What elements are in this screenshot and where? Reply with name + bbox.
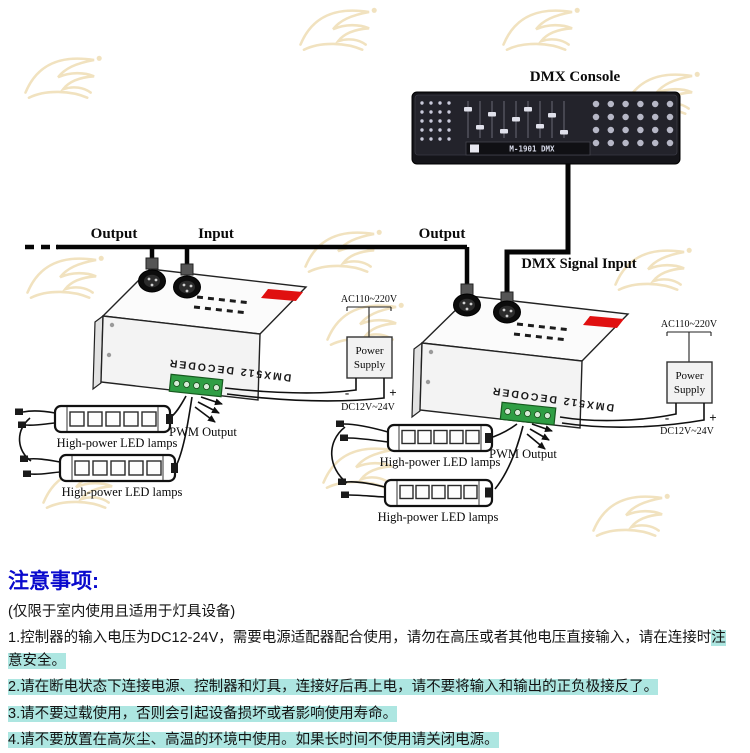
ac-voltage-label: AC110~220V bbox=[341, 294, 398, 305]
notice-section: 注意事项: (仅限于室内使用且适用于灯具设备) 1.控制器的输入电压为DC12-… bbox=[0, 561, 750, 753]
power-supply-left: AC110~220V Power Supply - + DC12V~24V bbox=[224, 294, 398, 413]
output-label-right: Output bbox=[419, 226, 466, 242]
dc-voltage-label: DC12V~24V bbox=[660, 426, 715, 437]
output-label-left: Output bbox=[91, 226, 138, 242]
note-text-highlight: 4.请不要放置在高灰尘、高温的环境中使用。如果长时间不使用请关闭电源。 bbox=[8, 732, 499, 749]
red-stripe bbox=[583, 316, 624, 328]
console-model-text: M-1901 DMX bbox=[509, 145, 555, 154]
power-supply-label: Supply bbox=[354, 359, 386, 371]
console-to-decoder-cable bbox=[504, 164, 571, 296]
wiring-diagram: DMX Console bbox=[15, 6, 718, 538]
console-faders bbox=[464, 101, 568, 138]
pwm-output-right: PWM Output bbox=[489, 423, 557, 490]
terminal-block bbox=[499, 401, 557, 426]
watermark-icon bbox=[502, 6, 582, 52]
xlr-connector bbox=[173, 263, 201, 299]
watermark-icon bbox=[26, 254, 106, 300]
plus-label: + bbox=[709, 410, 716, 425]
power-supply-box bbox=[346, 336, 393, 379]
watermark-icon bbox=[304, 228, 384, 274]
note-text-highlight: 3.请不要过载使用，否则会引起设备损坏或者影响使用寿命。 bbox=[8, 705, 398, 722]
dmx-console: DMX Console bbox=[411, 69, 681, 165]
notice-item: 3.请不要过载使用，否则会引起设备损坏或者影响使用寿命。 bbox=[8, 703, 740, 725]
xlr-connector bbox=[138, 257, 166, 293]
note-text-highlight: 2.请在断电状态下连接电源、控制器和灯具，连接好后再上电，请不要将输入和输出的正… bbox=[8, 679, 659, 696]
pwm-output-left: PWM Output bbox=[169, 395, 237, 465]
note-text: 1.控制器的输入电压为DC12-24V，需要电源适配器配合使用，请勿在高压或者其… bbox=[8, 630, 712, 647]
input-label: Input bbox=[198, 226, 234, 242]
led-lamp-bar bbox=[15, 404, 173, 462]
notice-item: 4.请不要放置在高灰尘、高温的环境中使用。如果长时间不使用请关闭电源。 bbox=[8, 729, 740, 751]
notice-title: 注意事项: bbox=[8, 570, 99, 593]
pwm-output-label: PWM Output bbox=[169, 425, 237, 439]
dmx-signal-input-label: DMX Signal Input bbox=[521, 256, 636, 272]
power-supply-label: Power bbox=[355, 345, 383, 357]
terminal-block bbox=[168, 373, 224, 398]
vent-slots bbox=[513, 322, 572, 342]
led-lamps-label: High-power LED lamps bbox=[57, 436, 178, 450]
power-supply-right: AC110~220V Power Supply - + DC12V~24V bbox=[559, 319, 718, 437]
plus-label: + bbox=[389, 385, 396, 400]
notice-intro: (仅限于室内使用且适用于灯具设备) bbox=[8, 604, 236, 620]
power-supply-label: Power bbox=[675, 370, 703, 382]
xlr-connector bbox=[453, 283, 481, 317]
dc-voltage-label: DC12V~24V bbox=[341, 402, 396, 413]
watermark-icon bbox=[299, 6, 379, 52]
dmx-decoder-left: DMX512 DECODER bbox=[92, 257, 308, 401]
dmx-decoder-right: DMX512 DECODER bbox=[411, 283, 630, 429]
ac-voltage-label: AC110~220V bbox=[661, 319, 718, 330]
pwm-output-label: PWM Output bbox=[489, 447, 557, 461]
led-lamps-label: High-power LED lamps bbox=[378, 510, 499, 524]
console-knob-grid bbox=[592, 100, 674, 147]
notice-item: 2.请在断电状态下连接电源、控制器和灯具，连接好后再上电，请不要将输入和输出的正… bbox=[8, 676, 740, 698]
minus-label: - bbox=[665, 410, 669, 425]
dmx-cables bbox=[25, 164, 571, 296]
xlr-connector bbox=[493, 291, 521, 324]
led-lamp-bar bbox=[338, 478, 494, 508]
console-display bbox=[465, 141, 591, 156]
led-lamps-label: High-power LED lamps bbox=[380, 455, 501, 469]
watermark-icon bbox=[592, 492, 672, 538]
dmx-console-label: DMX Console bbox=[530, 69, 621, 85]
power-supply-box bbox=[666, 361, 713, 404]
watermark-icon bbox=[24, 54, 104, 100]
vent-slots bbox=[193, 295, 252, 315]
led-lamp-bar bbox=[330, 420, 494, 484]
led-lamp-bar bbox=[20, 453, 178, 483]
red-stripe bbox=[261, 289, 303, 301]
power-supply-label: Supply bbox=[674, 384, 706, 396]
notice-item: 1.控制器的输入电压为DC12-24V，需要电源适配器配合使用，请勿在高压或者其… bbox=[8, 627, 740, 672]
minus-label: - bbox=[345, 385, 349, 400]
led-lamps-label: High-power LED lamps bbox=[62, 485, 183, 499]
console-button-grid bbox=[420, 101, 451, 150]
